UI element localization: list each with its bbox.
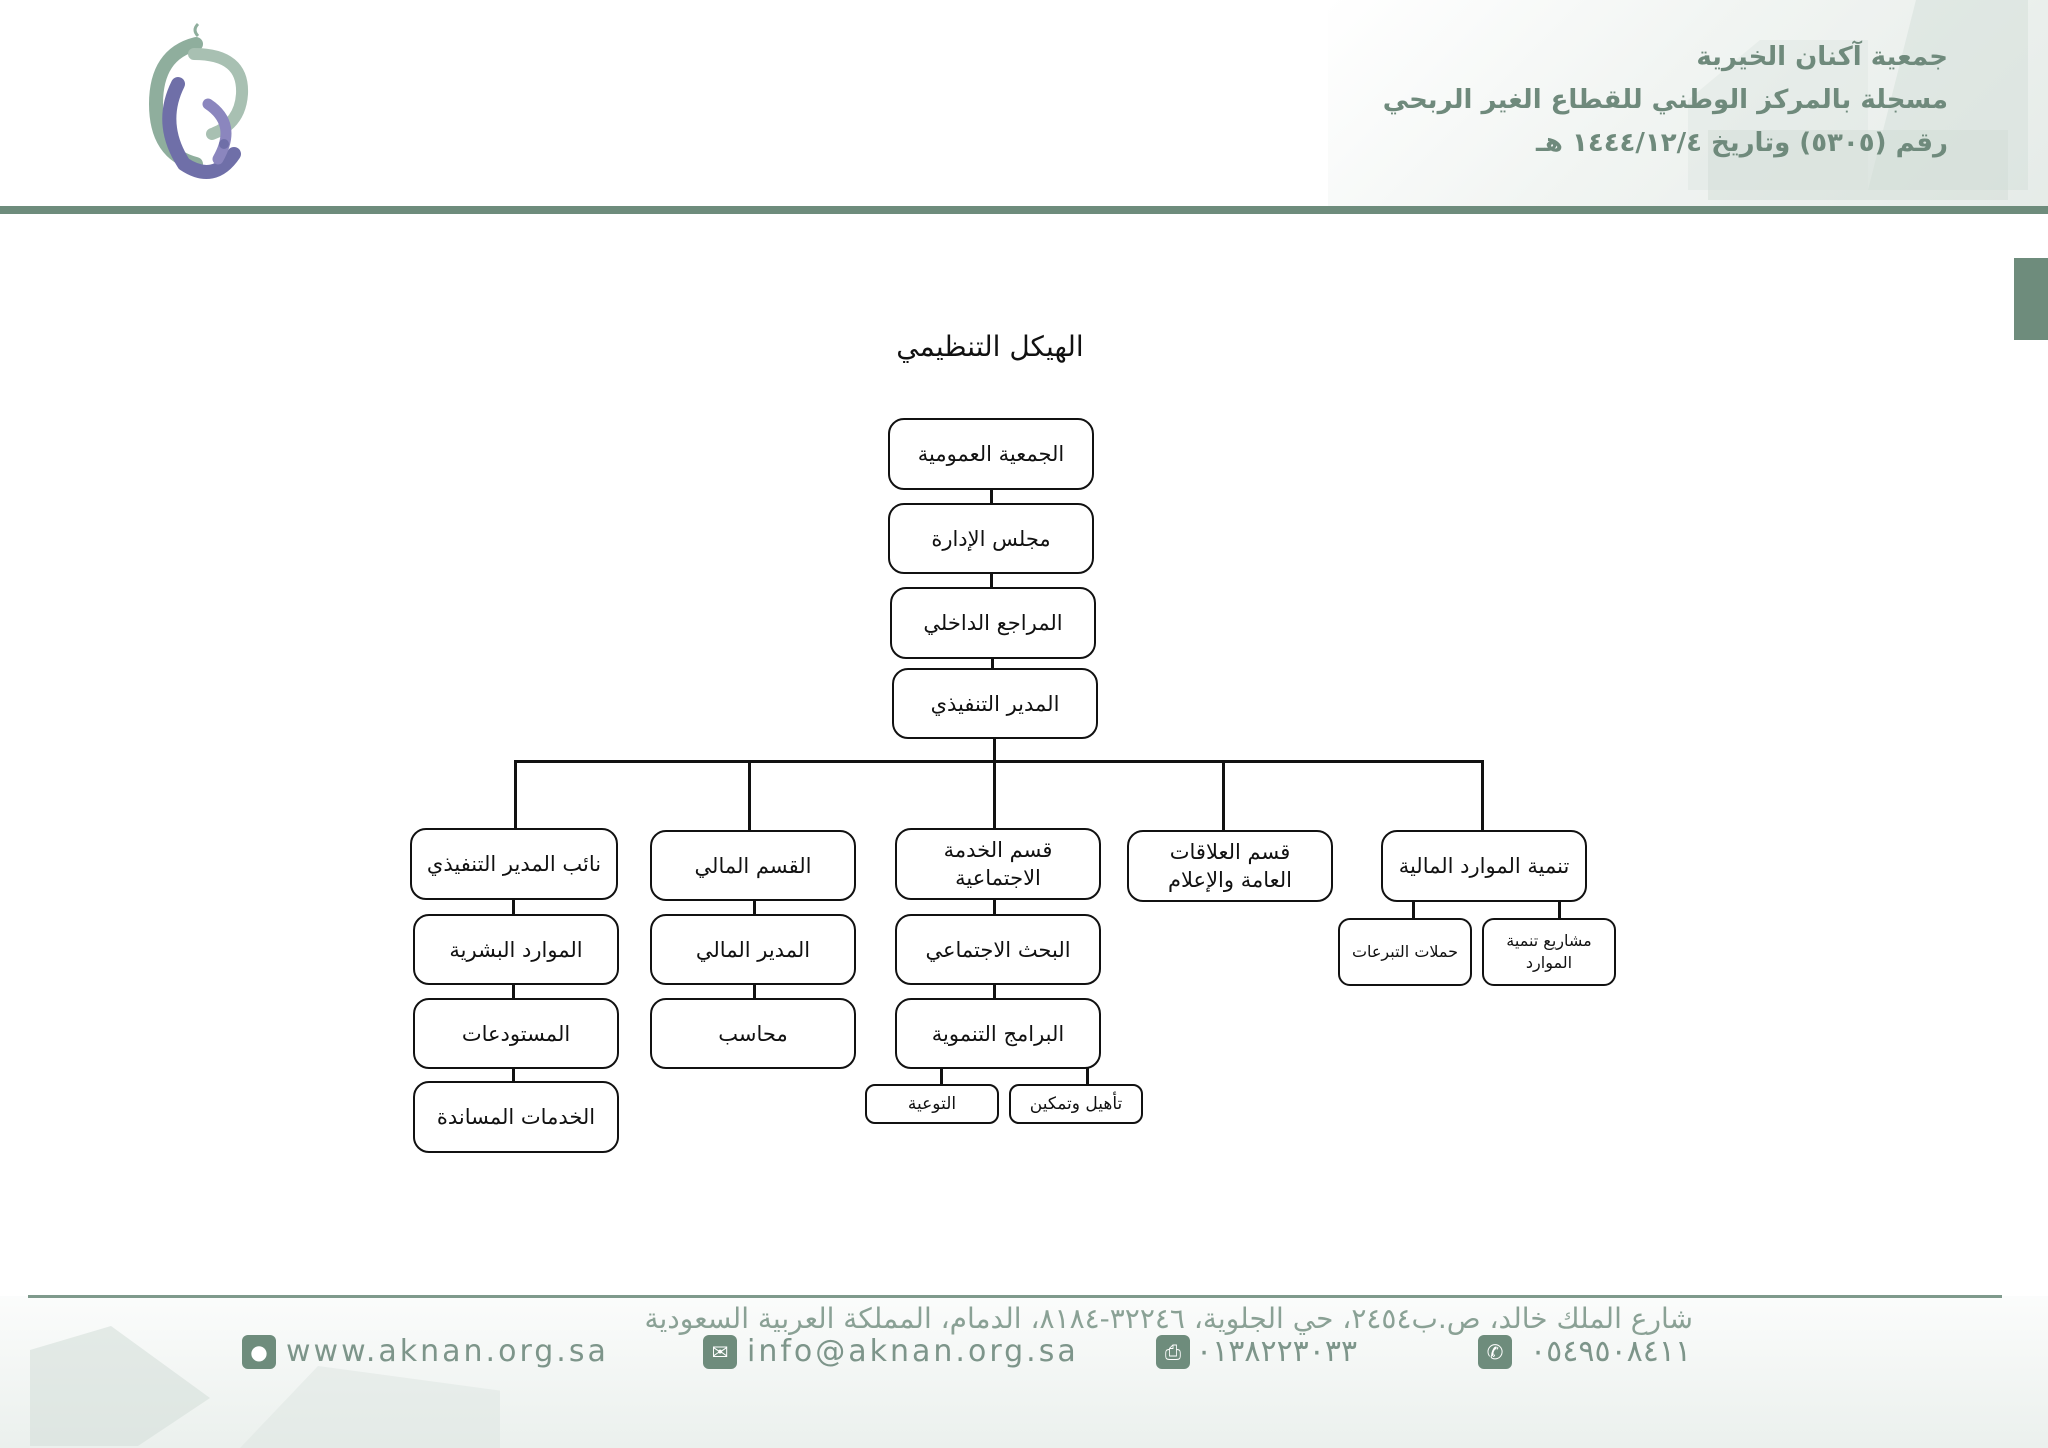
connector: [993, 984, 996, 1000]
connector: [748, 760, 751, 831]
connector: [1412, 900, 1415, 920]
contact-email[interactable]: ✉ info@aknan.org.sa: [703, 1334, 1079, 1369]
box-accountant: محاسب: [650, 998, 856, 1069]
phone-text[interactable]: ٠٥٤٩٥٠٨٤١١: [1530, 1334, 1692, 1369]
box-resources-dept: تنمية الموارد المالية: [1381, 830, 1587, 902]
connector: [990, 490, 993, 504]
registration-line: مسجلة بالمركز الوطني للقطاع الغير الربحي: [1382, 85, 1948, 115]
box-finance-manager: المدير المالي: [650, 914, 856, 985]
box-executive-director: المدير التنفيذي: [892, 668, 1098, 739]
box-pr-dept: قسم العلاقات العامة والإعلام: [1127, 830, 1333, 902]
email-text[interactable]: info@aknan.org.sa: [747, 1334, 1079, 1369]
chart-title: الهيكل التنظيمي: [896, 330, 1084, 363]
header-decoration: [1328, 0, 2048, 210]
box-resource-projects: مشاريع تنمية الموارد: [1482, 918, 1616, 986]
phone-icon: ✆: [1478, 1334, 1512, 1369]
footer-divider: [28, 1295, 2002, 1298]
footer-decoration: [0, 1296, 2048, 1448]
box-hr: الموارد البشرية: [413, 914, 619, 985]
connector: [1481, 760, 1484, 832]
header-text: جمعية آكنان الخيرية مسجلة بالمركز الوطني…: [1383, 36, 1948, 165]
fax-text: ٠١٣٨٢٢٣٠٣٣: [1196, 1334, 1358, 1369]
box-awareness: التوعية: [865, 1084, 999, 1124]
connector: [512, 898, 515, 916]
box-warehouses: المستودعات: [413, 998, 619, 1069]
box-empowerment: تأهيل وتمكين: [1009, 1084, 1143, 1124]
connector: [993, 738, 996, 762]
box-general-assembly: الجمعية العمومية: [888, 418, 1094, 490]
box-support-services: الخدمات المساندة: [413, 1081, 619, 1153]
box-internal-auditor: المراجع الداخلي: [890, 587, 1096, 659]
registration-number: رقم (٥٣٠٥) وتاريخ ١٤٤٤/١٢/٤ هـ: [1535, 128, 1948, 158]
connector: [993, 898, 996, 916]
box-development-programs: البرامج التنموية: [895, 998, 1101, 1069]
connector: [940, 1068, 943, 1086]
connector: [1558, 900, 1561, 920]
contact-phone[interactable]: ✆ ٠٥٤٩٥٠٨٤١١: [1478, 1334, 1691, 1369]
department-bus: [514, 760, 1484, 763]
connector: [1222, 760, 1225, 832]
box-social-dept: قسم الخدمة الاجتماعية: [895, 828, 1101, 900]
org-name: جمعية آكنان الخيرية: [1696, 42, 1948, 72]
box-deputy-director: نائب المدير التنفيذي: [410, 828, 618, 900]
connector: [512, 1067, 515, 1083]
website-text[interactable]: www.aknan.org.sa: [286, 1334, 609, 1369]
mail-icon: ✉: [703, 1334, 737, 1369]
footer-address: شارع الملك خالد، ص.ب٢٤٥٤، حي الجلوية، ٣٢…: [644, 1302, 1693, 1335]
connector: [512, 984, 515, 1000]
contact-fax: ⎙ ٠١٣٨٢٢٣٠٣٣: [1156, 1334, 1357, 1369]
contact-website[interactable]: ● www.aknan.org.sa: [242, 1334, 609, 1369]
side-tab-marker: [2014, 258, 2048, 340]
connector: [753, 900, 756, 916]
connector: [993, 760, 996, 830]
organization-logo: [148, 22, 249, 179]
box-donation-campaigns: حملات التبرعات: [1338, 918, 1472, 986]
box-finance-dept: القسم المالي: [650, 830, 856, 901]
box-board: مجلس الإدارة: [888, 503, 1094, 574]
connector: [514, 760, 517, 830]
connector: [1086, 1068, 1089, 1086]
connector: [753, 984, 756, 1000]
connector: [991, 659, 994, 673]
connector: [990, 574, 993, 588]
fax-icon: ⎙: [1156, 1334, 1190, 1369]
globe-icon: ●: [242, 1334, 276, 1369]
box-social-research: البحث الاجتماعي: [895, 914, 1101, 985]
header-divider: [0, 206, 2048, 214]
